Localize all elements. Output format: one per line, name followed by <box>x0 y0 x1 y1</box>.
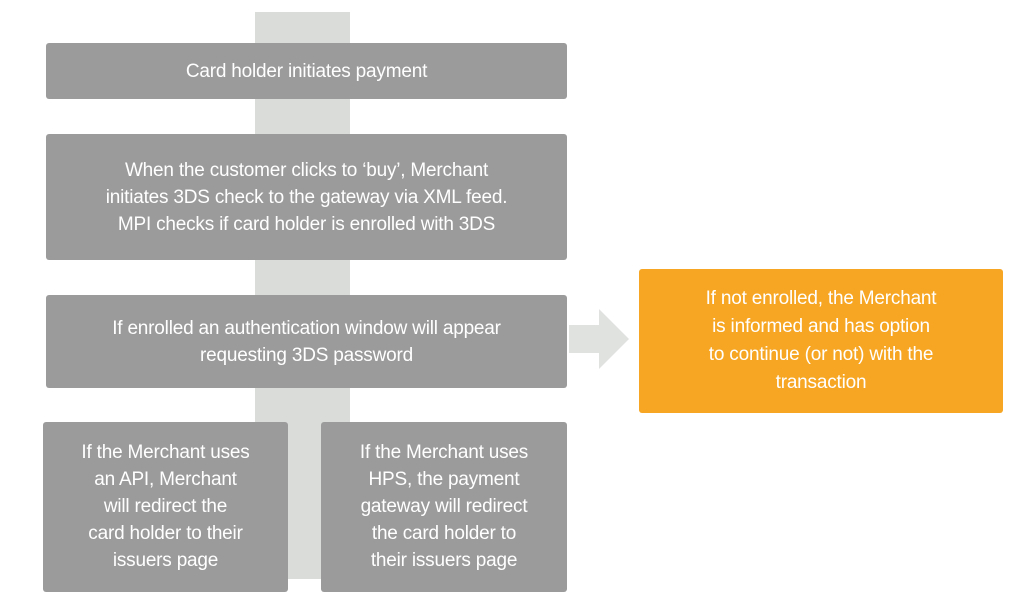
step-not-enrolled-line: is informed and has option <box>712 316 930 337</box>
step-not-enrolled-line: transaction <box>775 372 867 393</box>
step-hps-redirect-line: the card holder to <box>371 523 517 544</box>
step-enrolled-line: If enrolled an authentication window wil… <box>112 317 501 339</box>
step-api-redirect-line: issuers page <box>112 550 219 571</box>
step-hps-redirect-line: gateway will redirect <box>360 496 528 517</box>
step-hps-redirect: If the Merchant uses HPS, the payment ga… <box>321 422 567 592</box>
step-api-redirect: If the Merchant uses an API, Merchant wi… <box>43 422 288 592</box>
step-enrolled-authentication: If enrolled an authentication window wil… <box>46 295 567 388</box>
right-arrow-icon <box>569 309 629 369</box>
step-hps-redirect-line: their issuers page <box>370 550 518 571</box>
step-not-enrolled-line: If not enrolled, the Merchant <box>705 288 937 309</box>
step-not-enrolled-line: to continue (or not) with the <box>708 344 934 365</box>
step-api-redirect-line: an API, Merchant <box>94 469 237 490</box>
step-api-redirect-line: card holder to their <box>88 523 243 544</box>
step-hps-redirect-line: If the Merchant uses <box>359 442 529 463</box>
step-3ds-check-line: MPI checks if card holder is enrolled wi… <box>117 213 496 235</box>
step-3ds-check: When the customer clicks to ‘buy’, Merch… <box>46 134 567 260</box>
step-enrolled-line: requesting 3DS password <box>200 344 413 366</box>
step-initiate-payment-line: Card holder initiates payment <box>185 60 428 82</box>
step-hps-redirect-line: HPS, the payment <box>368 469 520 490</box>
flow-diagram: Card holder initiates payment When the c… <box>43 12 1003 592</box>
step-3ds-check-line: initiates 3DS check to the gateway via X… <box>105 186 508 208</box>
step-not-enrolled: If not enrolled, the Merchant is informe… <box>639 269 1003 413</box>
step-api-redirect-line: will redirect the <box>103 496 228 517</box>
step-3ds-check-line: When the customer clicks to ‘buy’, Merch… <box>124 159 489 181</box>
step-api-redirect-line: If the Merchant uses <box>81 442 250 463</box>
step-initiate-payment: Card holder initiates payment <box>46 43 567 99</box>
